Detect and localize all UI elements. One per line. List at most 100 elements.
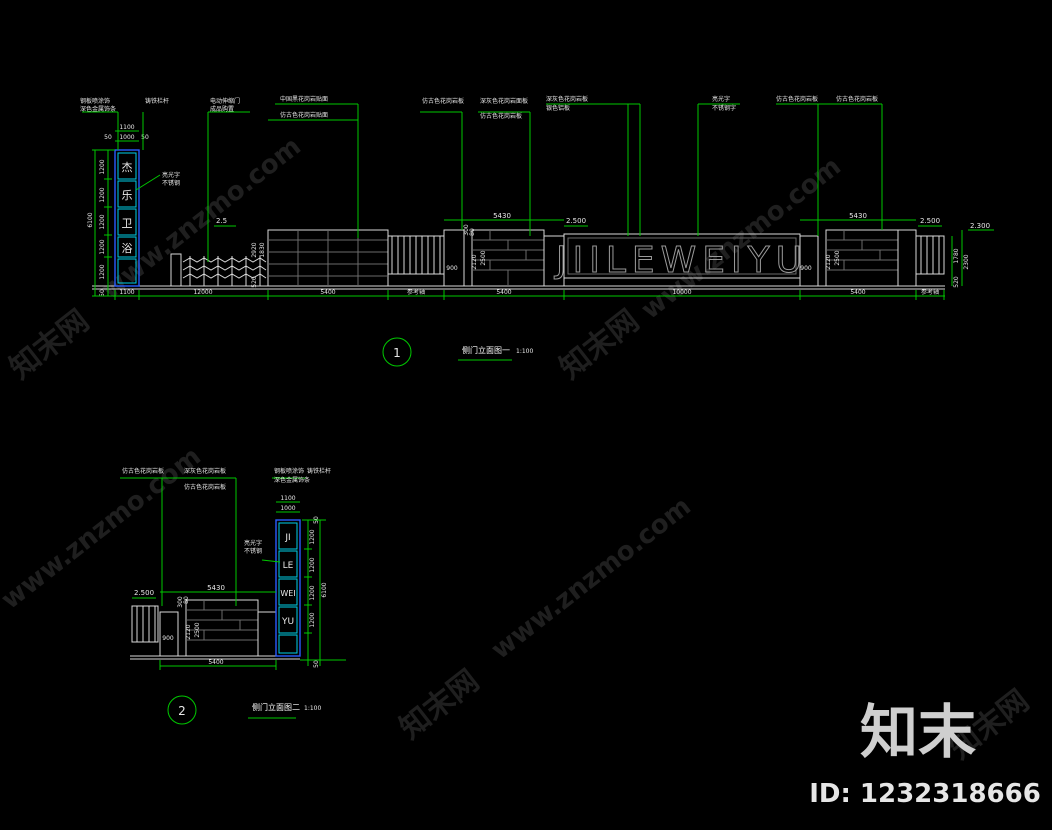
dim-label: 80 <box>469 228 476 236</box>
pillar-char: 杰 <box>122 161 133 174</box>
drawing-number-circle <box>382 337 412 367</box>
dim-label: 50 <box>313 660 320 668</box>
dim-label: 1200 <box>99 264 106 279</box>
callout-text: 仿古色花岗岩板 <box>122 467 164 475</box>
dim-label: 5400 <box>208 659 223 666</box>
pillar-panel <box>117 236 137 258</box>
stone-wall <box>443 229 565 287</box>
pillar-dimensions: 1200 1200 1200 1200 1200 6100 50 1100 10… <box>87 124 149 297</box>
dim-label: 1200 <box>309 585 316 600</box>
guard-house-wall <box>267 229 389 287</box>
pillar-panel <box>117 258 137 284</box>
dim-label: 1830 <box>259 242 266 257</box>
entrance-sign: JIILEWEIYU <box>554 233 808 282</box>
callout-text: 不锈钢 <box>162 179 180 187</box>
dim-label: 900 <box>446 265 458 272</box>
sliding-gate <box>170 253 267 287</box>
dim-label: 50 <box>99 289 106 297</box>
callout-text: 仿古色花岗岩板 <box>184 483 226 491</box>
drawing-title: 侧门立面图二 <box>252 702 300 712</box>
callout-text: 深色金属饰条 <box>274 476 310 484</box>
callout-text: 亮光字 <box>244 539 262 547</box>
callout-text: 不锈钢 <box>244 547 262 555</box>
dim-label: 1200 <box>99 214 106 229</box>
railing <box>915 235 945 275</box>
callout-text: 银色铝板 <box>546 104 570 112</box>
pillar-char: JI <box>284 533 290 543</box>
dim-label: 2120 <box>825 254 832 269</box>
elevation-1: 杰 乐 卫 浴 1200 1200 1200 1200 1200 6100 50… <box>80 95 994 367</box>
drawing-number: 2 <box>178 704 186 718</box>
dim-label: 2500 <box>480 250 487 265</box>
level-mark: 2.5 <box>216 217 227 225</box>
brand-logo: 知末 <box>860 698 976 766</box>
dim-label: 5400 <box>850 289 865 296</box>
dim-label: 1200 <box>99 239 106 254</box>
callout-text: 成品购置 <box>210 105 234 113</box>
pillar-char: LE <box>283 561 294 571</box>
dim-label: 5430 <box>849 212 867 220</box>
asset-id: ID: 1232318666 <box>809 779 1041 809</box>
dim-label: 2500 <box>834 250 841 265</box>
dim-label: 6100 <box>321 582 328 597</box>
drawing-title: 侧门立面图一 <box>462 345 510 355</box>
dim-label: 1780 <box>953 248 960 263</box>
callout-text: 电动伸缩门 <box>210 97 240 105</box>
watermark-layer: 知末网 www.znzmo.com 知末网 www.znzmo.com www.… <box>0 132 1036 767</box>
level-mark: 2.500 <box>566 217 586 225</box>
dim-label: 12000 <box>193 289 212 296</box>
dim-label: 520 <box>251 276 258 288</box>
pillar-panel <box>278 550 298 578</box>
dim-label: 5400 <box>496 289 511 296</box>
stone-wall <box>799 229 917 287</box>
watermark-text: 知末网 <box>393 663 485 746</box>
dim-label: 1200 <box>309 557 316 572</box>
dim-label: 1000 <box>280 505 295 512</box>
level-mark: 2.500 <box>920 217 940 225</box>
dim-label: 1200 <box>309 612 316 627</box>
dim-label: 10000 <box>672 289 691 296</box>
pillar-panel <box>117 180 137 208</box>
pillar-panel <box>278 606 298 634</box>
pillar-panel <box>278 578 298 606</box>
drawing-number: 1 <box>393 346 401 360</box>
level-mark: 2.300 <box>970 222 990 230</box>
dim-label: 1000 <box>119 134 134 141</box>
callout-text: 铸铁栏杆 <box>307 467 331 475</box>
pillar-char: 卫 <box>122 217 133 230</box>
pillar-frame <box>114 149 140 287</box>
dim-label: 1100 <box>119 124 134 131</box>
level-mark: 2.500 <box>134 589 154 597</box>
dim-label: 50 <box>313 516 320 524</box>
dim-label: 520 <box>953 276 960 288</box>
callout-text: 不锈钢字 <box>712 104 736 112</box>
callout-text: 深灰色花岗岩板 <box>546 95 588 103</box>
dim-label: 2120 <box>185 624 192 639</box>
dim-label: 1200 <box>309 529 316 544</box>
railing <box>131 605 159 643</box>
pillar-panel <box>117 208 137 236</box>
railing <box>387 235 445 275</box>
dim-label: 6100 <box>87 212 94 227</box>
dim-label: 1200 <box>99 187 106 202</box>
pillar-char: YU <box>281 617 294 627</box>
callout-text: 钢板喷涂饰 <box>80 97 110 105</box>
dim-label: 5430 <box>207 584 225 592</box>
sign-letters: JIILEWEIYU <box>554 240 808 281</box>
dim-label: 1200 <box>99 159 106 174</box>
callout-text: 仿古色花岗岩贴面 <box>280 111 328 119</box>
callout-text: 亮光字 <box>162 171 180 179</box>
dim-label: 2920 <box>251 242 258 257</box>
dim-label: 5430 <box>493 212 511 220</box>
dim-label: 900 <box>162 635 174 642</box>
pillar-panel <box>278 522 298 550</box>
dim-label: 2500 <box>194 622 201 637</box>
watermark-text: www.znzmo.com <box>486 492 697 666</box>
dim-label: 900 <box>800 265 812 272</box>
brand-badge: 知末 ID: 1232318666 <box>809 698 1041 809</box>
drawing-scale: 1:100 <box>304 705 321 712</box>
callout-text: 深灰色花岗岩板 <box>184 467 226 475</box>
callout-text: 仿古色花岗岩板 <box>836 95 878 103</box>
dim-label: 80 <box>183 596 190 604</box>
pillar-panel <box>117 152 137 180</box>
